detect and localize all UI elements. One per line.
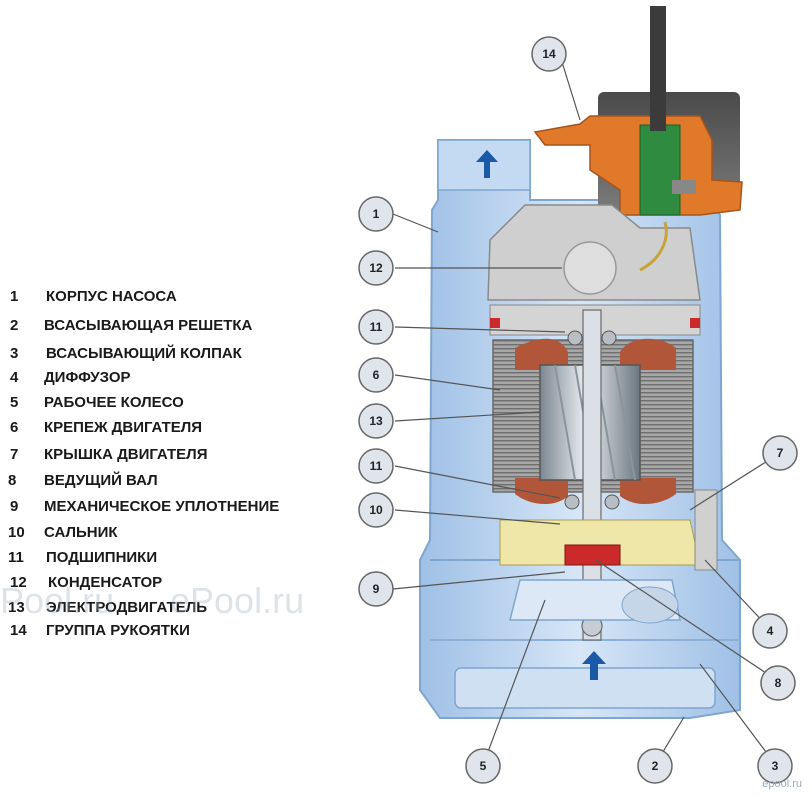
watermark-text: ePool.ru bbox=[0, 580, 115, 621]
callout-number: 5 bbox=[480, 759, 487, 773]
callout-circle bbox=[762, 435, 798, 471]
callout-number: 11 bbox=[370, 320, 383, 334]
callout-circle bbox=[637, 748, 673, 784]
callout-number: 12 bbox=[369, 261, 383, 275]
callout-number: 13 bbox=[369, 414, 383, 428]
legend-number: 8 bbox=[8, 472, 17, 489]
legend-label: ГРУППА РУКОЯТКИ bbox=[46, 622, 190, 639]
legend-number: 10 bbox=[8, 524, 25, 541]
legend-number: 11 bbox=[8, 549, 24, 566]
callout-circle bbox=[358, 196, 394, 232]
callout-circle bbox=[358, 250, 394, 286]
outflow-arrow-icon bbox=[476, 150, 498, 178]
callout-number: 9 bbox=[373, 582, 380, 596]
callout-number: 14 bbox=[542, 47, 556, 61]
legend-label: ДИФФУЗОР bbox=[44, 369, 131, 386]
callout-circle bbox=[358, 492, 394, 528]
brand-logo: epool.ru bbox=[762, 778, 802, 790]
electric-motor bbox=[492, 309, 694, 641]
watermark-text: ePool.ru bbox=[170, 580, 305, 621]
legend-number: 6 bbox=[10, 419, 19, 436]
callout-circle bbox=[757, 748, 793, 784]
legend-number: 7 bbox=[10, 446, 19, 463]
leader-lines bbox=[392, 61, 781, 766]
legend-label: КОРПУС НАСОСА bbox=[46, 288, 177, 305]
callout-circle bbox=[358, 403, 394, 439]
callout-circle bbox=[465, 748, 501, 784]
callout-circle bbox=[760, 665, 796, 701]
legend-label: ПОДШИПНИКИ bbox=[46, 549, 158, 566]
callout-number: 8 bbox=[775, 676, 782, 690]
inflow-arrow-icon bbox=[582, 651, 606, 680]
legend-number: 5 bbox=[10, 394, 19, 411]
capacitor bbox=[563, 241, 617, 295]
seal-chamber bbox=[499, 489, 718, 571]
callout-circle bbox=[531, 36, 567, 72]
callout-number: 2 bbox=[652, 759, 659, 773]
legend-label: ВСАСЫВАЮЩИЙ КОЛПАК bbox=[46, 345, 242, 362]
callout-number: 3 bbox=[772, 759, 779, 773]
callout-number: 4 bbox=[767, 624, 774, 638]
legend-label: САЛЬНИК bbox=[44, 524, 118, 541]
mechanical-seal bbox=[564, 544, 621, 566]
legend-number: 14 bbox=[10, 622, 27, 639]
legend-number: 13 bbox=[8, 599, 25, 616]
impeller bbox=[509, 579, 681, 624]
callout-circle bbox=[358, 448, 394, 484]
callout-circle bbox=[358, 571, 394, 607]
legend-label: РАБОЧЕЕ КОЛЕСО bbox=[44, 394, 184, 411]
callout-markers: 14 1 12 11 6 13 11 10 9 7 4 8 5 2 3 bbox=[358, 36, 798, 784]
handle-assembly bbox=[533, 6, 743, 216]
legend-number: 12 bbox=[10, 574, 27, 591]
callout-number: 11 bbox=[370, 459, 383, 473]
callout-circle bbox=[358, 309, 394, 345]
callout-number: 10 bbox=[369, 503, 383, 517]
legend-number: 1 bbox=[10, 288, 19, 305]
callout-circle bbox=[358, 357, 394, 393]
callout-number: 7 bbox=[777, 446, 784, 460]
legend-label: КРЫШКА ДВИГАТЕЛЯ bbox=[44, 446, 208, 463]
legend-label: ВЕДУЩИЙ ВАЛ bbox=[44, 472, 158, 489]
legend-label: ЭЛЕКТРОДВИГАТЕЛЬ bbox=[46, 599, 208, 616]
callout-number: 6 bbox=[373, 368, 380, 382]
callout-circle bbox=[752, 613, 788, 649]
legend-number: 3 bbox=[10, 345, 19, 362]
legend-label: КОНДЕНСАТОР bbox=[48, 574, 163, 591]
legend-number: 9 bbox=[10, 498, 19, 515]
legend-number: 2 bbox=[10, 317, 19, 334]
callout-number: 1 bbox=[373, 207, 380, 221]
legend-label: МЕХАНИЧЕСКОЕ УПЛОТНЕНИЕ bbox=[44, 498, 280, 515]
legend-label: ВСАСЫВАЮЩАЯ РЕШЕТКА bbox=[44, 317, 253, 334]
legend-number: 4 bbox=[10, 369, 19, 386]
legend-label: КРЕПЕЖ ДВИГАТЕЛЯ bbox=[44, 419, 203, 436]
